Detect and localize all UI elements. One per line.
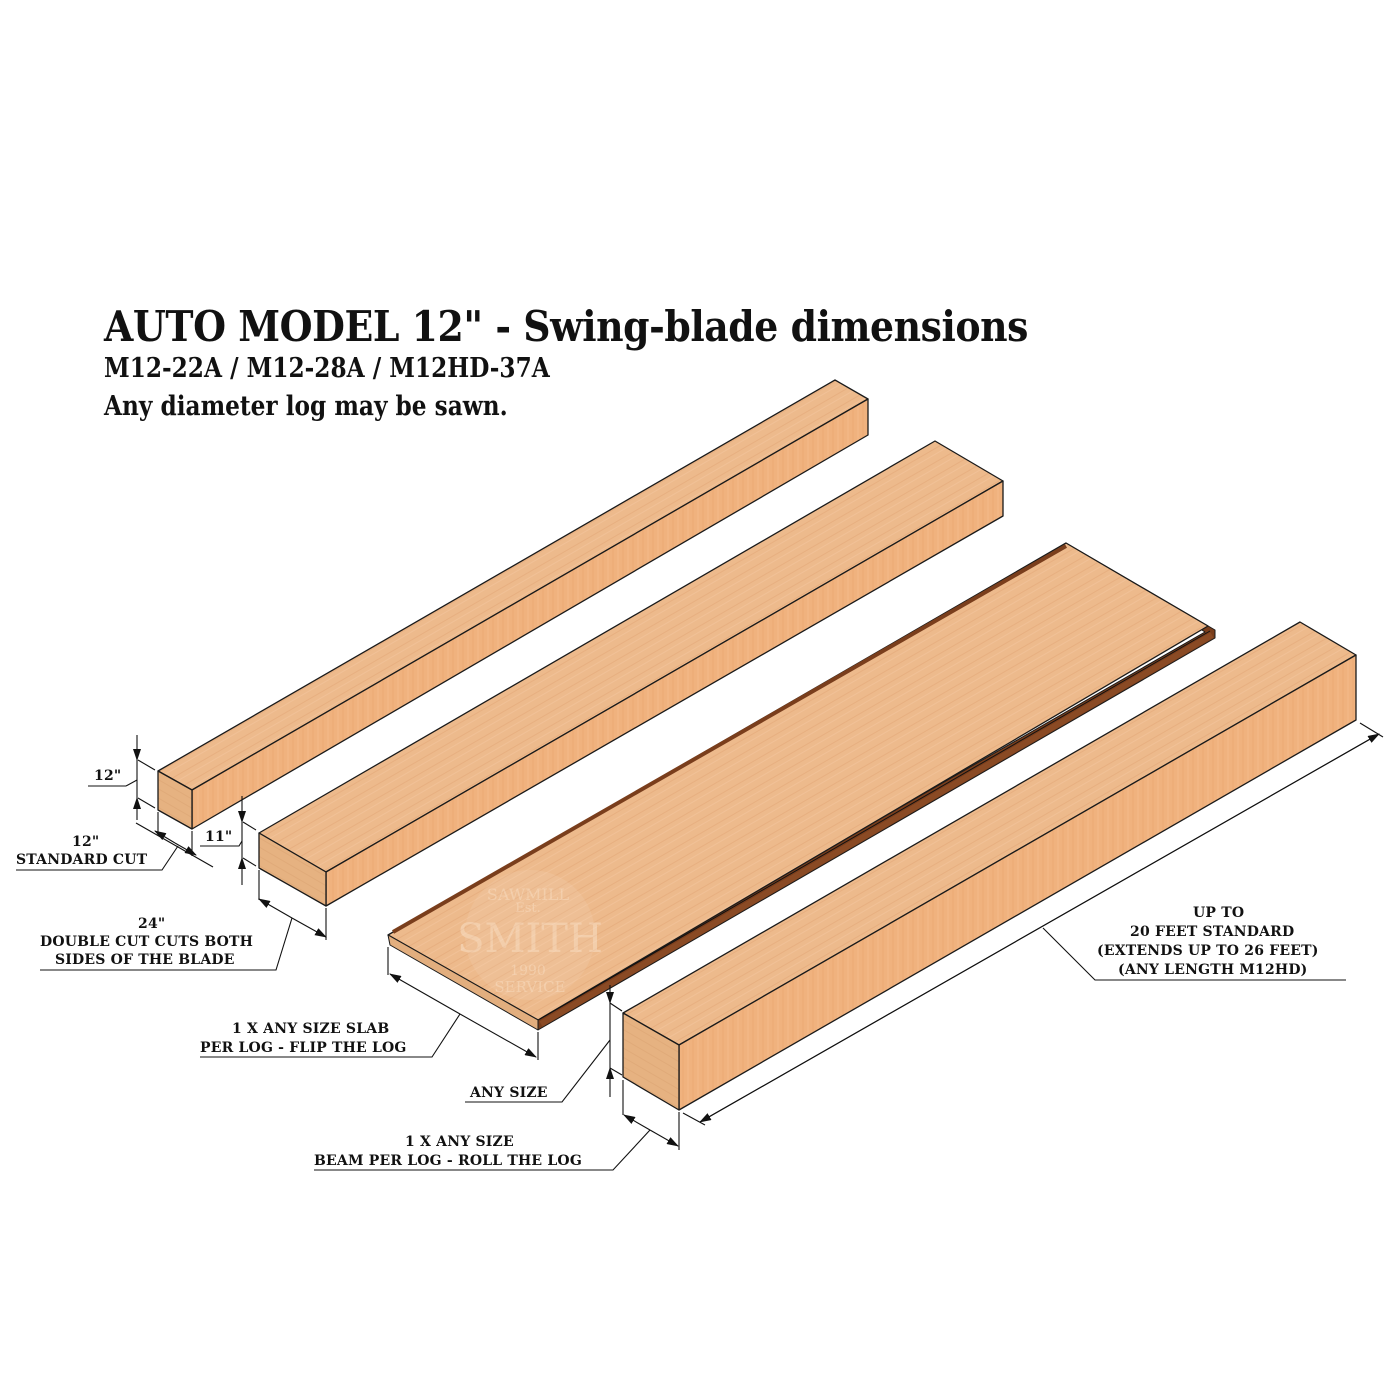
- board1-end: [157, 770, 193, 830]
- watermark-logo: SAWMILL Est. SMITH 1990 SERVICE: [457, 870, 603, 1000]
- dimension-lines: [16, 722, 1384, 1171]
- label-double-cut-line1: DOUBLE CUT CUTS BOTH: [40, 934, 254, 950]
- board2-end: [258, 832, 327, 907]
- label-standard-cut: STANDARD CUT: [16, 852, 148, 868]
- label-board2-height: 11": [205, 829, 233, 845]
- label-slab-line1: 1 X ANY SIZE SLAB: [232, 1021, 390, 1037]
- page-title: AUTO MODEL 12" - Swing-blade dimensions: [104, 302, 1029, 351]
- label-board1-height: 12": [94, 768, 122, 784]
- label-double-cut-line2: SIDES OF THE BLADE: [55, 952, 235, 968]
- label-length-line3: (EXTENDS UP TO 26 FEET): [1097, 943, 1319, 959]
- watermark-name: SMITH: [457, 916, 603, 962]
- label-board2-width: 24": [138, 916, 166, 932]
- label-board1-width: 12": [72, 834, 100, 850]
- double-cut-board: [258, 440, 1004, 907]
- watermark-arc-bottom: SERVICE: [494, 978, 565, 996]
- watermark-year: 1990: [510, 963, 546, 979]
- model-list: M12-22A / M12-28A / M12HD-37A: [104, 353, 550, 384]
- slab-end: [387, 934, 539, 1031]
- label-beam-line2: BEAM PER LOG - ROLL THE LOG: [314, 1153, 582, 1169]
- label-any-size: ANY SIZE: [470, 1085, 548, 1101]
- label-length-line1: UP TO: [1193, 905, 1245, 921]
- label-length-line4: (ANY LENGTH M12HD): [1118, 962, 1308, 978]
- label-slab-line2: PER LOG - FLIP THE LOG: [200, 1040, 407, 1056]
- diameter-note: Any diameter log may be sawn.: [104, 391, 508, 422]
- watermark-arc-top: SAWMILL: [487, 885, 570, 904]
- slab: SAWMILL Est. SMITH 1990 SERVICE: [387, 542, 1216, 1031]
- watermark-est: Est.: [515, 901, 541, 916]
- standard-cut-board: [157, 379, 869, 830]
- beam-end: [622, 1012, 680, 1111]
- beam: [622, 621, 1357, 1111]
- label-beam-line1: 1 X ANY SIZE: [405, 1134, 514, 1150]
- label-length-line2: 20 FEET STANDARD: [1130, 924, 1295, 940]
